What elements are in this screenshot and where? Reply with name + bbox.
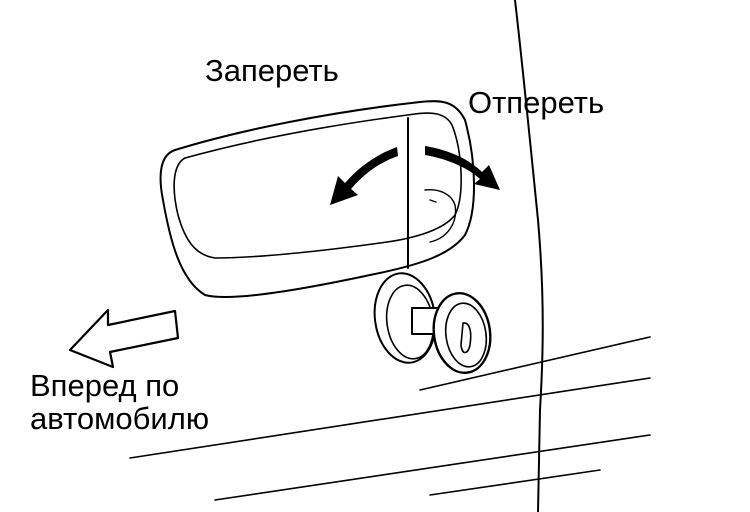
- key-head-rim: [444, 302, 488, 368]
- forward-arrow-icon: [68, 308, 180, 369]
- forward-label-line1: Вперед по: [30, 368, 180, 403]
- handle-recess-outer: [159, 100, 475, 299]
- body-line-3: [214, 434, 651, 501]
- handle-grip-curve: [424, 188, 457, 243]
- handle-grip-dash: [429, 199, 437, 203]
- forward-label-line2: автомобилю: [30, 400, 210, 436]
- body-line-4: [429, 469, 601, 496]
- lock-label: Запереть: [205, 53, 339, 88]
- unlock-label: Отпереть: [468, 85, 605, 120]
- unlock-direction-arrow: [425, 146, 500, 190]
- door-seam-line: [514, 0, 544, 512]
- handle-recess-inner: [173, 112, 462, 259]
- forward-label: Вперед по автомобилю: [30, 368, 210, 436]
- lock-direction-arrow: [330, 147, 398, 205]
- key-head-slot: [460, 322, 472, 354]
- body-line-2: [129, 377, 651, 459]
- body-line-1: [419, 336, 651, 391]
